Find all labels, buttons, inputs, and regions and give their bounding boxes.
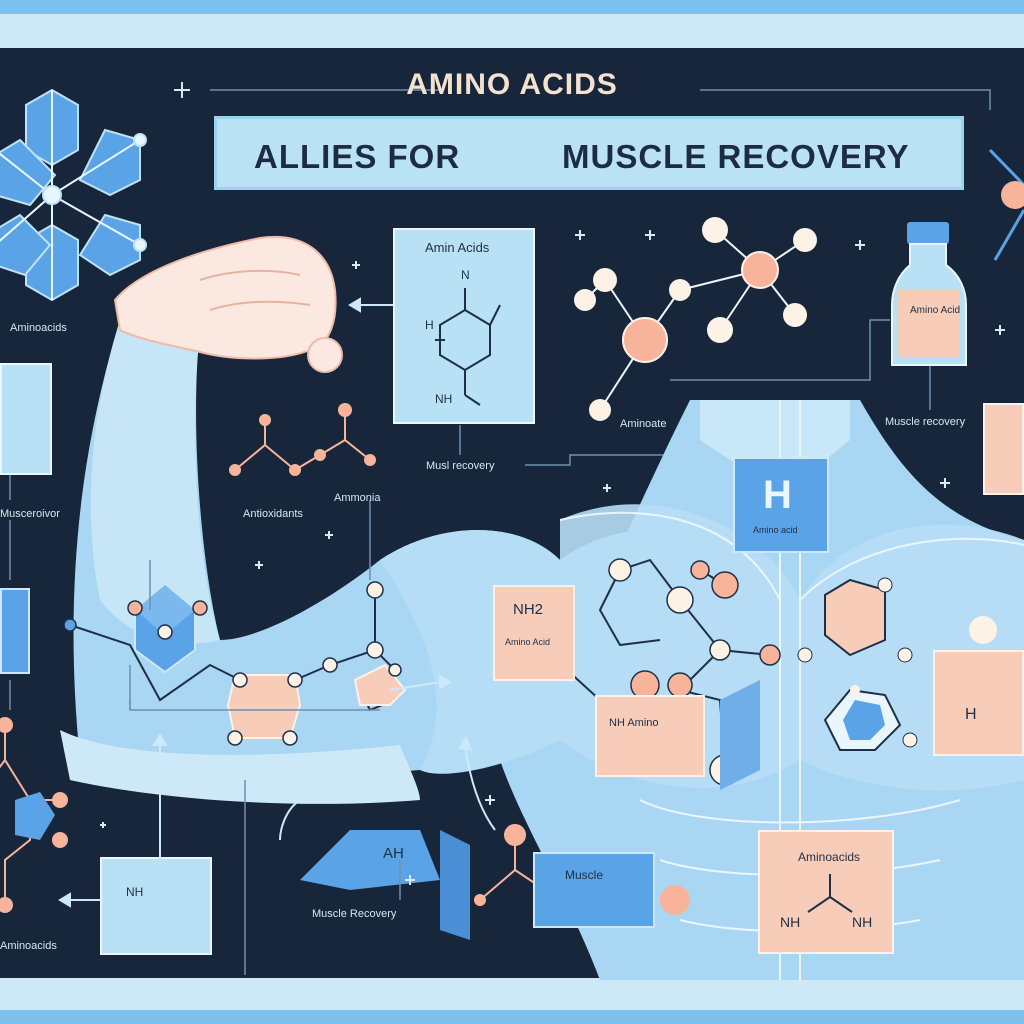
peach-pentagon-right — [797, 577, 997, 751]
subtitle-right: MUSCLE RECOVERY — [562, 138, 910, 175]
card-h-label: H — [425, 318, 434, 332]
chest-h-card: H Amino acid — [733, 457, 829, 553]
bottom-peach-card: Aminoacids NH NH — [758, 830, 894, 954]
vial-icon — [891, 222, 967, 366]
aminoacids-left-label: Aminoacids — [10, 322, 67, 334]
amin-acids-label: Amin Acids — [425, 240, 490, 255]
peach-nh2-title: NH2 — [513, 601, 544, 618]
molecule-bottom — [474, 824, 690, 915]
right-peach-card: H — [933, 650, 1024, 756]
left-edge-card-mid — [0, 588, 30, 674]
fist-icon — [113, 235, 343, 373]
chest-sub-label: Amino acid — [753, 525, 798, 535]
card-n-label: N — [461, 268, 470, 282]
right-top-peach-card — [983, 403, 1024, 495]
molecule-top-right — [988, 148, 1024, 261]
subtitle-left: ALLIES FOR — [254, 138, 461, 175]
bottom-left-nh: NH — [126, 885, 144, 899]
muscle-recovery-right-label: Muscle recovery — [885, 416, 966, 428]
bottom-peach-title: Aminoacids — [798, 850, 861, 864]
peach-lower-label: NH Amino — [609, 717, 659, 729]
muscle-recovery-mid-label: Musl recovery — [426, 460, 495, 472]
bottom-peach-right: NH — [852, 914, 873, 930]
molecule-peach-nodes — [574, 217, 817, 421]
sparkles — [100, 82, 1005, 885]
right-peach-label: H — [965, 706, 977, 723]
amide-icon — [807, 874, 853, 913]
bottom-peach-left: NH — [780, 914, 801, 930]
page-title: AMINO ACIDS — [406, 68, 618, 101]
deep-ah-label: AH — [383, 845, 404, 862]
muscle-recovery-bottom-label: Muscle Recovery — [312, 908, 397, 920]
left-edge-card-top — [0, 363, 52, 475]
muscle-receiver-label: Musceroivor — [0, 508, 60, 520]
antioxidants-label: Antioxidants — [243, 508, 303, 520]
snowflake-molecule-icon — [0, 88, 147, 302]
peach-lower-card: NH Amino — [595, 695, 705, 777]
node-dots — [63, 581, 402, 746]
chest-h-label: H — [763, 473, 792, 517]
peach-nh2-sub: Amino Acid — [505, 637, 551, 647]
deep-shape-bottom — [300, 680, 760, 940]
bottom-muscle-title: Muscle — [565, 868, 604, 882]
vial-label: Amino Acid — [910, 305, 961, 316]
arrow-icon — [58, 297, 496, 908]
amino-acid-structure-card: Amin Acids N H NH — [393, 228, 535, 424]
subtitle-banner — [214, 116, 964, 190]
benzene-ring-icon — [435, 288, 501, 406]
bottom-muscle-card: Muscle — [533, 852, 655, 928]
molecule-small-peach — [229, 403, 376, 476]
blue-droplet-left — [15, 792, 55, 840]
bottom-left-card: NH — [100, 857, 212, 955]
card-nh-label: NH — [435, 392, 453, 406]
aminoate-label: Aminoate — [620, 418, 667, 430]
peach-nh2-card: NH2 Amino Acid — [493, 585, 575, 681]
bottom-left-label: Aminoacids — [0, 940, 57, 952]
ammonia-label: Ammonia — [334, 492, 381, 504]
